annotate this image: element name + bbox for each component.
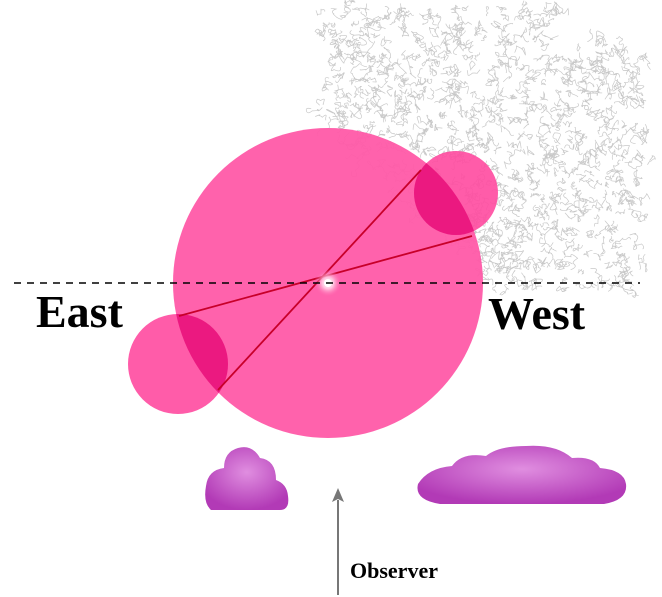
observer-label: Observer [350,558,438,583]
arrow-up-icon [332,488,344,502]
west-label: West [488,288,586,339]
cloud-right-icon [417,445,627,504]
east-label: East [36,286,124,337]
cloud-left-icon [205,447,289,510]
